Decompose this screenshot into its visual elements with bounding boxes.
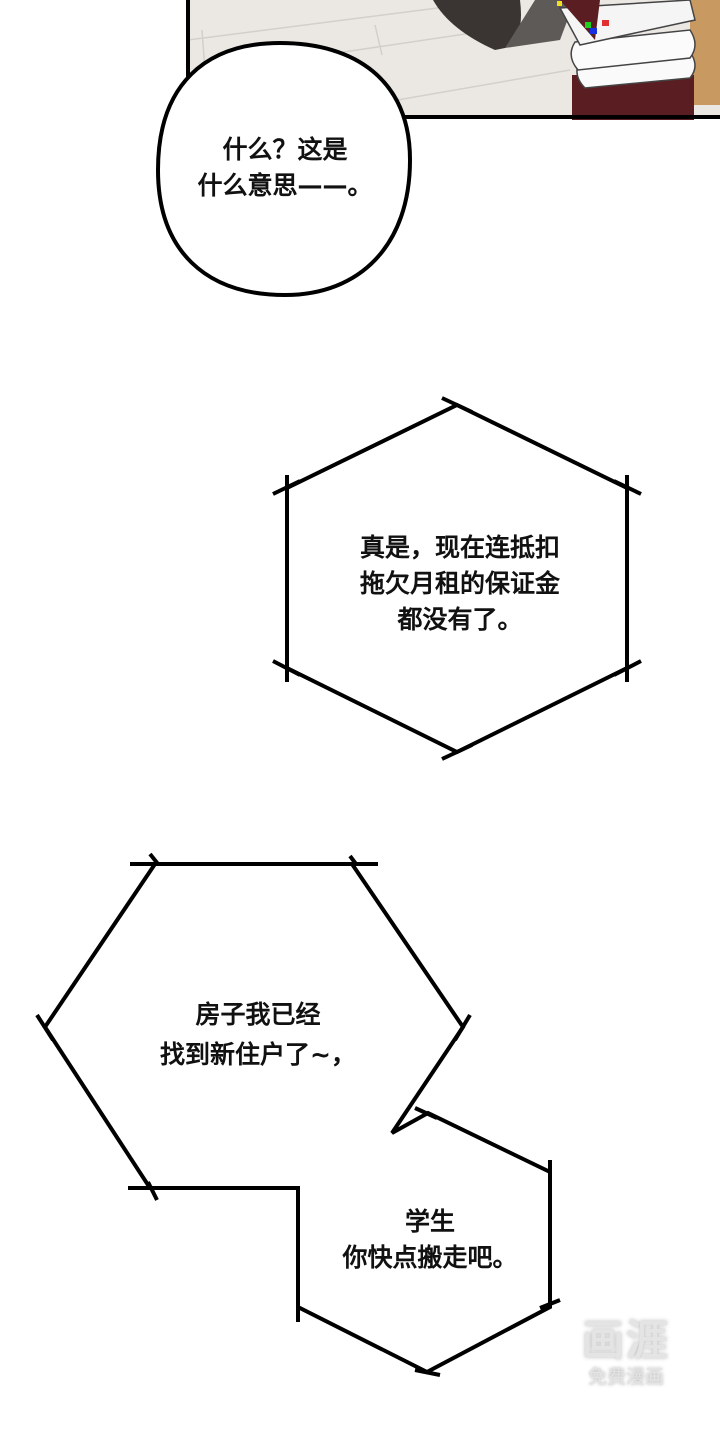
bubble-4-line: 你快点搬走吧。 (342, 1243, 518, 1272)
watermark-tagline: 免费漫画 (587, 1366, 664, 1388)
watermark-logo: 画涯 (581, 1316, 670, 1365)
bubble-2-text: 真是，现在连抵扣 拖欠月租的保证金 都没有了。 (360, 530, 560, 638)
speech-bubble-round (155, 40, 413, 298)
bubble-4-text: 学生 你快点搬走吧。 (342, 1204, 517, 1276)
bubble-2-line: 拖欠月租的保证金 (359, 569, 561, 598)
bubble-3-text: 房子我已经 找到新住户了~， (160, 995, 356, 1075)
speech-bubble-double-hexagon (35, 852, 561, 1377)
bubble-1-line: 什么意思——。 (197, 171, 373, 200)
watermark: 画涯 免费漫画 (566, 1318, 686, 1390)
bubble-2-line: 真是，现在连抵扣 (359, 533, 561, 562)
bubble-4-line: 学生 (404, 1207, 456, 1236)
speech-bubble-hexagon (272, 396, 642, 761)
bubble-1-line: 什么？这是 (222, 135, 348, 164)
bubble-3-line: 房子我已经 (195, 1000, 321, 1029)
bubble-1-text: 什么？这是 什么意思——。 (197, 132, 372, 204)
bubble-2-line: 都没有了。 (397, 605, 523, 634)
bubble-3-line: 找到新住户了~， (160, 1040, 356, 1069)
book-stack (557, 0, 696, 120)
